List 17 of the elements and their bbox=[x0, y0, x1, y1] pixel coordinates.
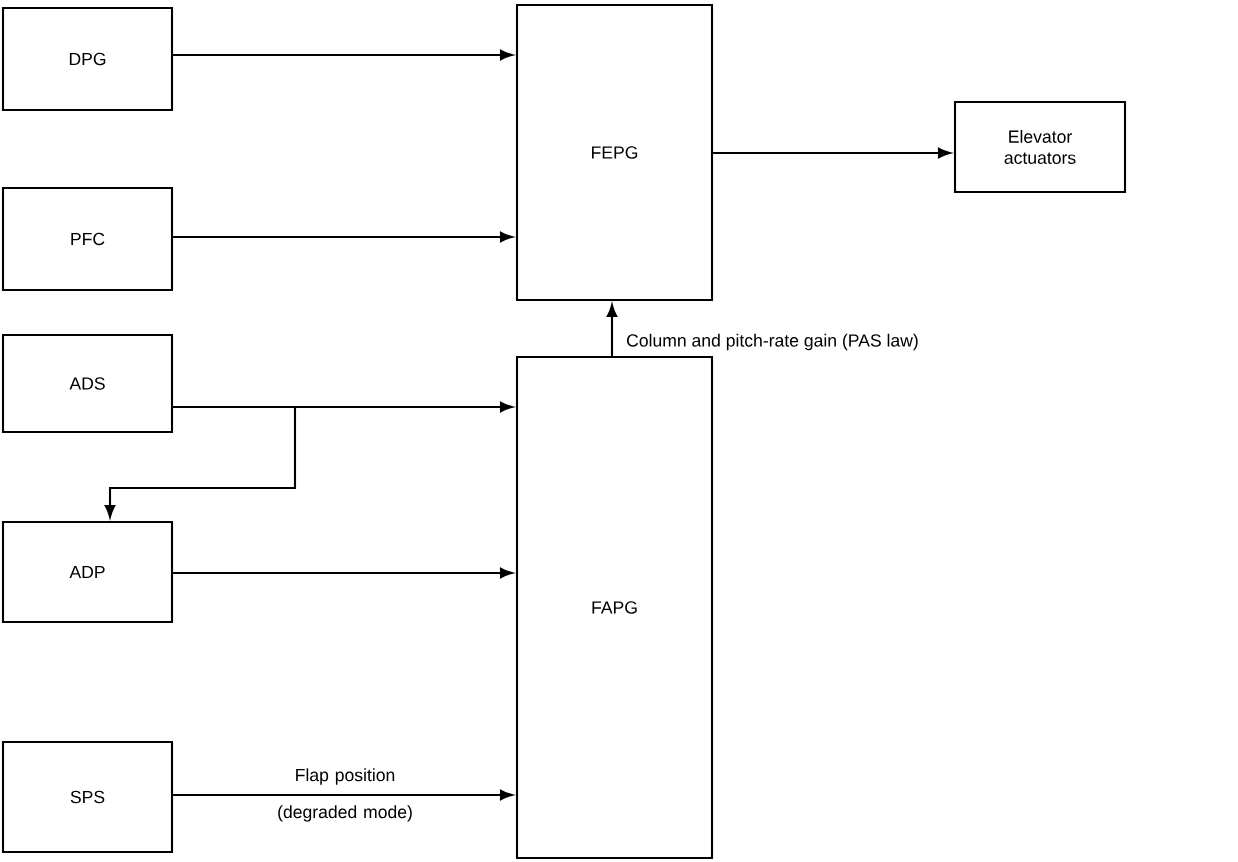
process-box: Elevator actuators bbox=[953, 100, 1127, 194]
arrow bbox=[104, 405, 297, 518]
process-box: FEPG bbox=[515, 3, 714, 302]
edge-label: Column and pitch-rate gain (PAS law) bbox=[627, 333, 918, 351]
arrow bbox=[606, 304, 618, 356]
arrow bbox=[173, 231, 513, 243]
process-box: SPS bbox=[1, 740, 174, 854]
arrow bbox=[713, 147, 951, 159]
edge-label: Flap position (degraded mode) bbox=[278, 768, 412, 822]
arrow bbox=[173, 567, 513, 579]
process-box: ADS bbox=[1, 333, 174, 434]
arrow bbox=[173, 49, 513, 61]
arrow bbox=[173, 789, 513, 801]
process-box: DPG bbox=[1, 6, 174, 112]
process-box: FAPG bbox=[515, 355, 714, 860]
process-box: ADP bbox=[1, 520, 174, 624]
process-box: PFC bbox=[1, 186, 174, 292]
